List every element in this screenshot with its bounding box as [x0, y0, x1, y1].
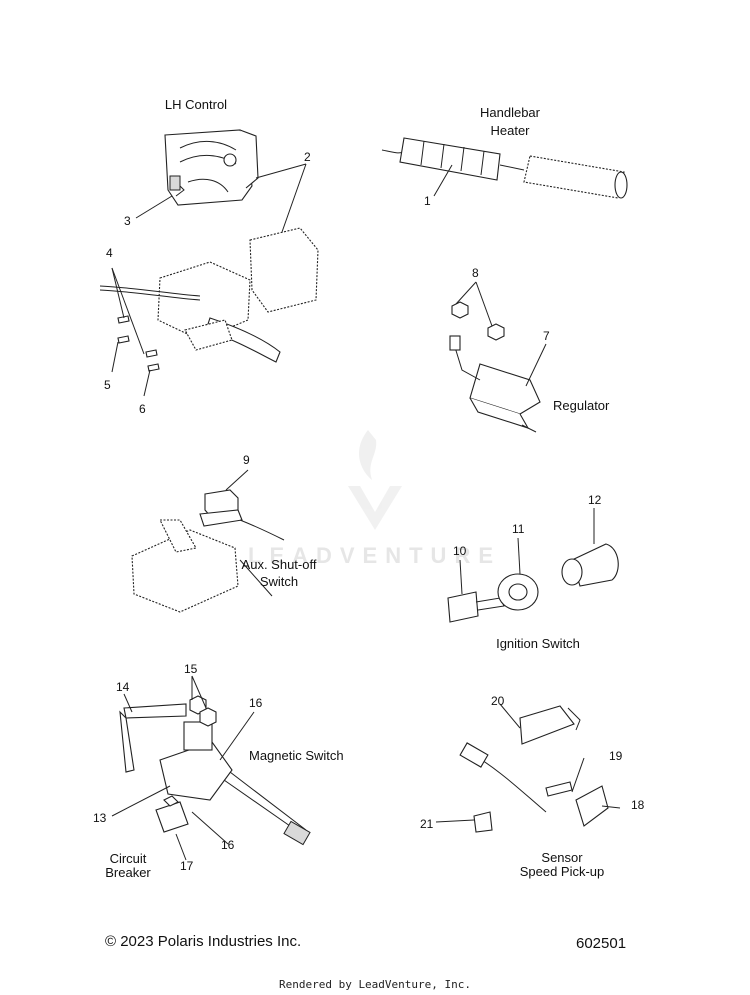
handlebar-heater — [381, 137, 628, 199]
lh-control-housing — [164, 129, 259, 206]
label-sensor: Sensor — [541, 850, 583, 865]
callout-7: 7 — [543, 329, 550, 343]
callout-5: 5 — [104, 378, 111, 392]
label-ignition-switch: Ignition Switch — [496, 636, 580, 651]
watermark-text: LEADVENTURE — [248, 543, 502, 568]
callout-20: 20 — [491, 694, 505, 708]
callout-8: 8 — [472, 266, 479, 280]
callout-1: 1 — [424, 194, 431, 208]
callout-11: 11 — [512, 522, 525, 536]
rendered-by-text: Rendered by LeadVenture, Inc. — [278, 978, 472, 991]
label-magnetic-switch: Magnetic Switch — [249, 748, 344, 763]
speed-sensor — [459, 705, 609, 833]
callout-15: 15 — [184, 662, 198, 676]
callout-13: 13 — [93, 811, 107, 825]
callout-12: 12 — [588, 493, 602, 507]
label-circuit: Circuit — [109, 851, 147, 866]
callout-18: 18 — [631, 798, 645, 812]
callout-2: 2 — [304, 150, 311, 164]
callout-6: 6 — [139, 402, 146, 416]
callout-14: 14 — [116, 680, 130, 694]
label-aux-switch: Switch — [259, 574, 299, 589]
leader-lines — [111, 163, 621, 861]
callout-10: 10 — [453, 544, 467, 558]
magnetic-switch — [119, 695, 311, 846]
callout-16-top: 16 — [249, 696, 263, 710]
callout-3: 3 — [124, 214, 131, 228]
copyright-text: © 2023 Polaris Industries Inc. — [105, 933, 302, 950]
label-regulator: Regulator — [553, 398, 610, 413]
screws-4-5-6 — [117, 315, 160, 372]
ignition-switch — [447, 543, 619, 623]
label-speed-pickup: Speed Pick-up — [519, 864, 605, 879]
label-lh-control: LH Control — [164, 97, 228, 112]
label-heater: Heater — [490, 123, 530, 138]
callout-17: 17 — [180, 859, 194, 873]
label-aux-shutoff: Aux. Shut-off — [241, 557, 317, 572]
lh-control-assembly — [99, 227, 319, 363]
callout-4: 4 — [106, 246, 113, 260]
callout-16-bottom: 16 — [221, 838, 235, 852]
label-handlebar: Handlebar — [480, 105, 540, 120]
aux-shutoff-switch — [131, 489, 285, 613]
callout-21: 21 — [420, 817, 434, 831]
regulator — [449, 301, 541, 433]
callout-19: 19 — [609, 749, 623, 763]
label-breaker: Breaker — [105, 865, 151, 880]
watermark-logo — [348, 430, 402, 530]
diagram-number: 602501 — [576, 935, 627, 952]
callout-9: 9 — [243, 453, 250, 467]
